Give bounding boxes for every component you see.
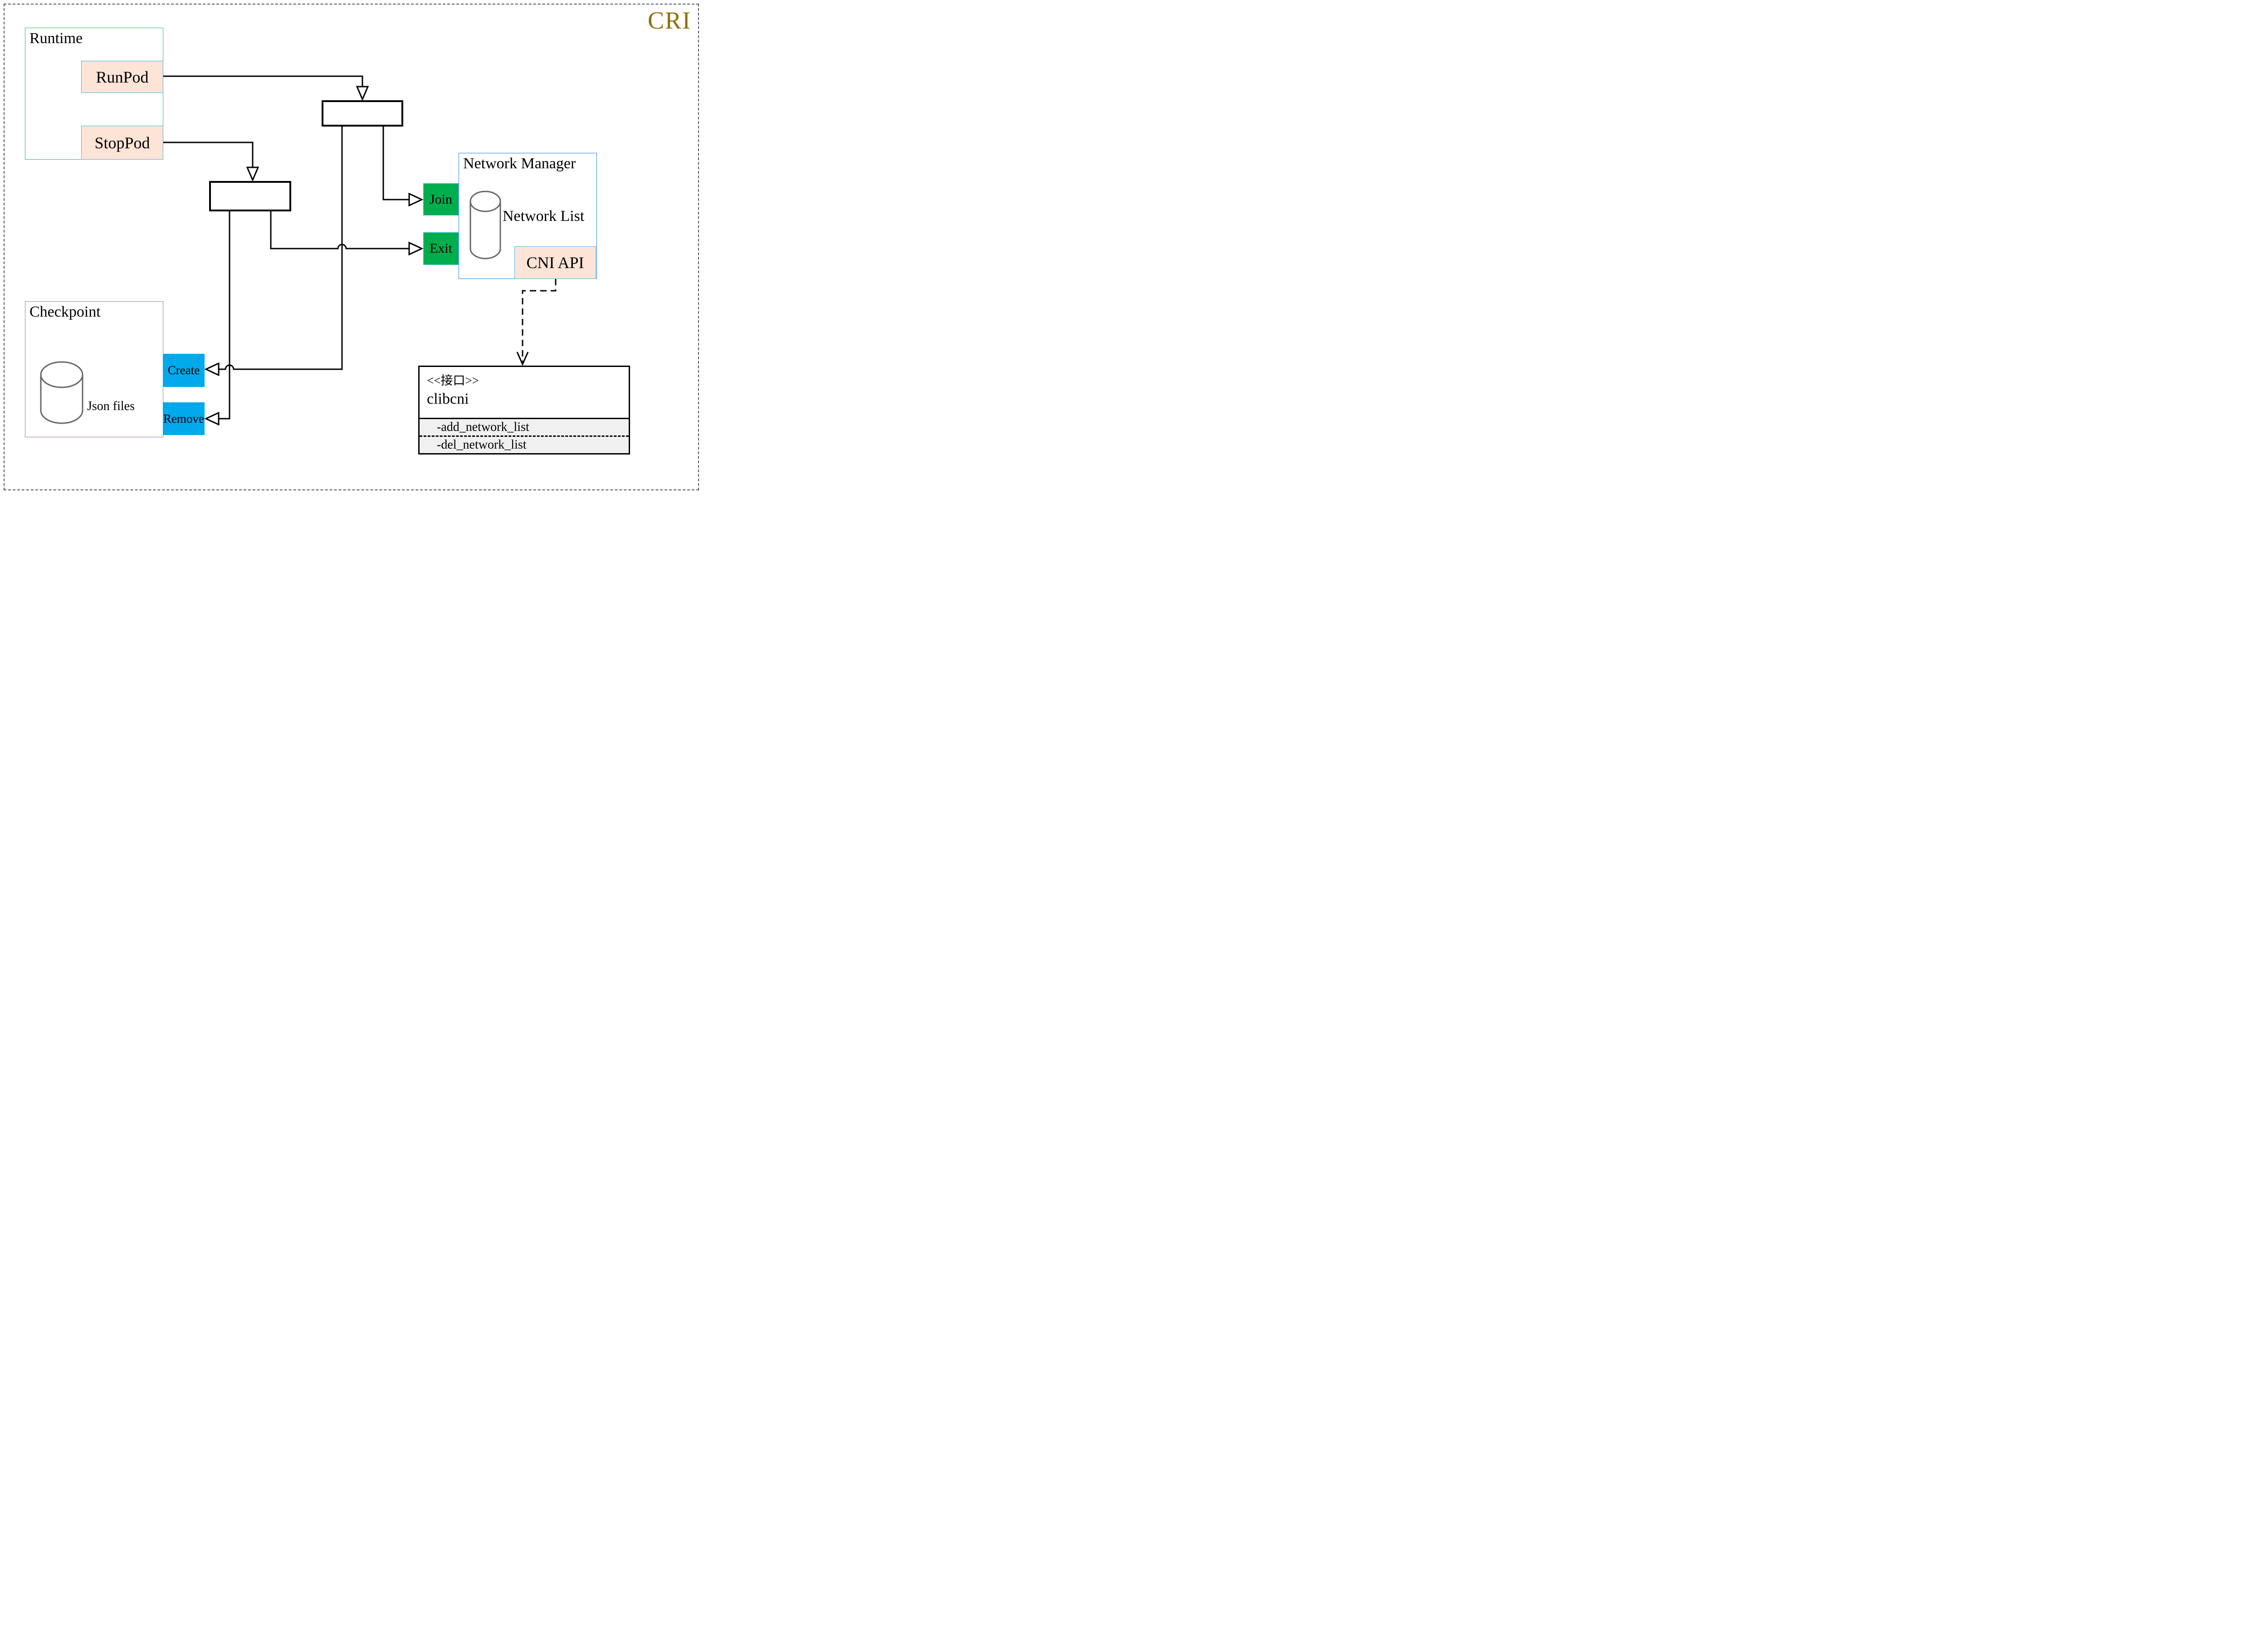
clibcni-name: clibcni bbox=[427, 391, 469, 407]
clibcni-interface-box: <<接口>> clibcni -add_network_list -del_ne… bbox=[418, 366, 630, 455]
join-box: Join bbox=[423, 183, 459, 215]
runtime-title: Runtime bbox=[29, 30, 83, 47]
clibcni-method-del: -del_network_list bbox=[437, 438, 527, 452]
process-box-runpod-flow bbox=[322, 100, 403, 127]
outer-dashed-border bbox=[4, 4, 699, 490]
clibcni-method-add: -add_network_list bbox=[420, 419, 629, 437]
runpod-box: RunPod bbox=[81, 61, 163, 93]
clibcni-methods-section: -add_network_list -del_network_list bbox=[420, 419, 629, 453]
cni-api-box: CNI API bbox=[514, 246, 596, 279]
cri-title: CRI bbox=[648, 7, 692, 34]
runpod-label: RunPod bbox=[96, 68, 149, 86]
network-list-label: Network List bbox=[503, 208, 585, 225]
create-box: Create bbox=[163, 354, 205, 387]
diagram-canvas: CRI Runtime RunPod StopPod Network Manag… bbox=[0, 0, 703, 494]
checkpoint-title: Checkpoint bbox=[29, 303, 101, 320]
remove-box: Remove bbox=[163, 402, 205, 435]
stoppod-box: StopPod bbox=[81, 126, 163, 160]
cni-api-label: CNI API bbox=[526, 254, 584, 272]
exit-box: Exit bbox=[423, 232, 459, 265]
json-files-label: Json files bbox=[87, 399, 135, 413]
checkpoint-group-box: Checkpoint bbox=[25, 301, 163, 437]
remove-label: Remove bbox=[163, 411, 204, 425]
exit-label: Exit bbox=[430, 241, 452, 256]
join-label: Join bbox=[429, 191, 452, 207]
stoppod-label: StopPod bbox=[94, 133, 150, 152]
clibcni-stereotype: <<接口>> bbox=[427, 374, 479, 387]
network-manager-title: Network Manager bbox=[463, 155, 576, 172]
clibcni-title-section: <<接口>> clibcni bbox=[420, 367, 629, 419]
create-label: Create bbox=[167, 363, 200, 377]
process-box-stoppod-flow bbox=[209, 181, 291, 211]
